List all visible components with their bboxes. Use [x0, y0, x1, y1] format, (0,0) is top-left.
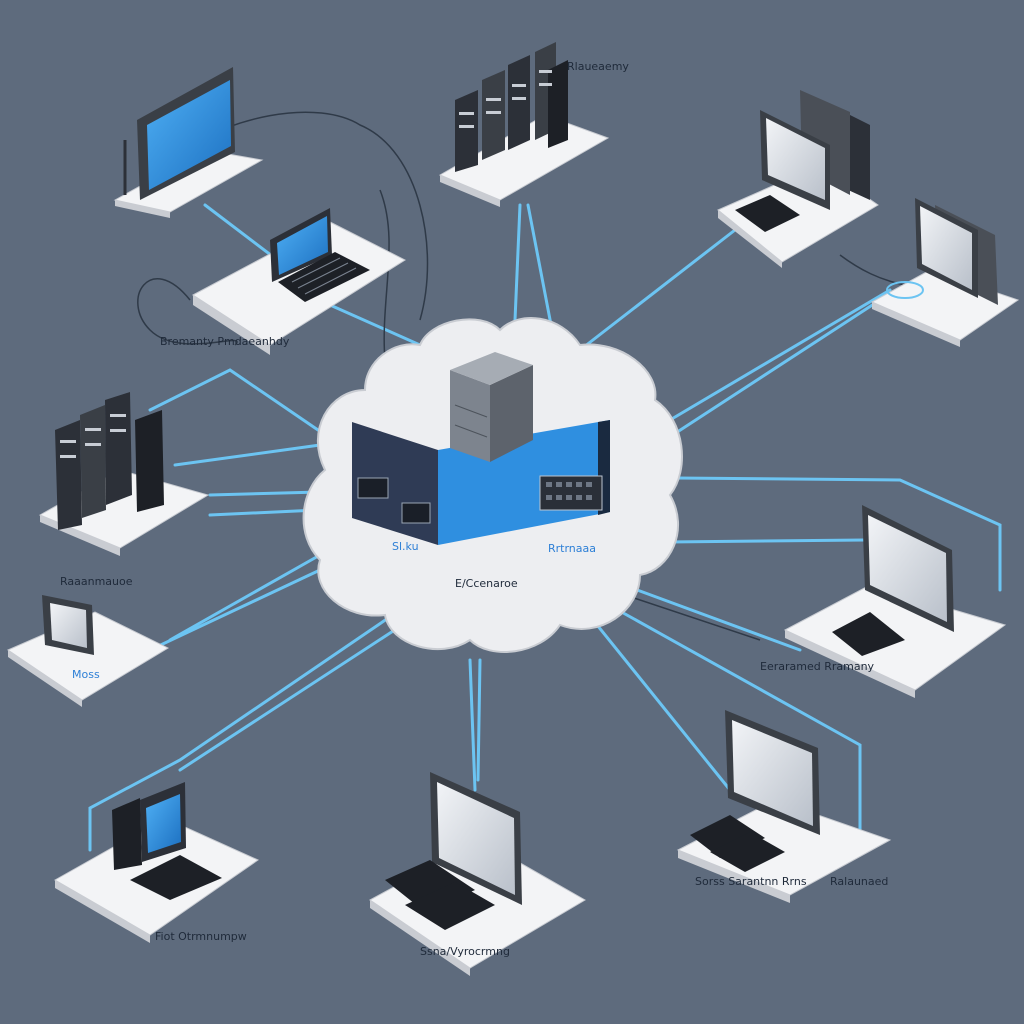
cable-right-mid	[673, 476, 1002, 592]
cable-left-rack-3	[208, 508, 320, 517]
cable-bottom-left-2	[178, 618, 412, 772]
cable-top-rack	[513, 203, 522, 322]
rack-lights	[459, 70, 552, 128]
rack-5	[548, 60, 568, 148]
platform-edge	[193, 295, 270, 355]
tower	[112, 798, 142, 870]
laptop-screen	[732, 720, 813, 826]
node-laptop-bottom-center[interactable]: Ssna/Vyrocrmng	[369, 772, 586, 976]
cable-bottom-left	[88, 608, 402, 852]
keyboard	[690, 815, 765, 858]
node-multi-monitor-top-right[interactable]	[717, 90, 879, 268]
cable-bottom-right	[583, 608, 732, 792]
monitor-screen	[50, 603, 87, 648]
node-laptop-bottom-right[interactable]: Sorss Sarantnn Rrns	[676, 710, 892, 903]
node-laptop-upper-left[interactable]: Bremanty Pmdaeanhdy	[160, 208, 407, 355]
rack-2	[482, 70, 505, 160]
keyboard-2	[405, 882, 495, 930]
node-monitor-left[interactable]: Moss	[6, 595, 170, 707]
platform-edge	[115, 200, 170, 218]
cable-top-rack-2	[526, 203, 554, 332]
cable-bottom-center	[468, 658, 477, 792]
node-label: Moss	[72, 668, 100, 681]
cable-left-lower	[168, 553, 322, 642]
cable-top-right	[578, 228, 737, 352]
dark-cable-3	[379, 189, 390, 361]
laptop-keyboard	[278, 252, 370, 302]
node-label: Raaanmauoe	[60, 575, 133, 588]
cable-coil	[886, 281, 924, 299]
platform-edge	[785, 630, 915, 698]
cable-bottom-center-2	[476, 658, 482, 782]
rack-1	[455, 90, 478, 172]
keyboard-2	[710, 832, 785, 872]
hub-label: E/Ccenaroe	[455, 577, 518, 590]
rack-4	[135, 410, 164, 512]
node-label-right-extra: Ralaunaed	[830, 875, 888, 888]
keyboard	[130, 855, 222, 900]
node-server-left[interactable]: Raaanmauoe	[38, 392, 210, 588]
cable-bottom-right-2	[598, 598, 862, 837]
cable-left-lower-2	[148, 568, 322, 652]
platform-edge	[872, 302, 960, 347]
node-desktop-bottom-left[interactable]: Fiot Otrmnumpw	[53, 782, 260, 943]
connection-cables	[88, 203, 1002, 852]
cable-right-lower	[608, 578, 802, 652]
node-label: Ralaunaed	[830, 875, 888, 888]
rack-3	[105, 392, 132, 505]
node-monitor-top-left[interactable]	[113, 67, 264, 218]
node-server-top[interactable]: Rlaueaemy	[438, 42, 629, 207]
platform-edge	[55, 880, 150, 943]
cable-top-laptop	[328, 303, 422, 347]
hub-right-tag: Rrtrnaaa	[548, 542, 596, 555]
platform-edge	[370, 900, 470, 976]
node-laptop-right[interactable]: Eeraramed Rramany	[760, 505, 1007, 698]
laptop-screen	[437, 782, 515, 895]
cable-right-upper-2	[663, 298, 882, 442]
cable-left-upper	[148, 368, 320, 432]
platform-edge	[718, 210, 782, 268]
hub-port-left-2	[401, 502, 431, 524]
hub-left-tag: Sl.ku	[392, 540, 419, 553]
monitor-screen	[920, 206, 972, 290]
hub-server-side	[490, 365, 533, 462]
dark-cable-2	[137, 278, 238, 346]
keyboard	[832, 612, 905, 656]
node-multi-monitor-right[interactable]	[870, 198, 1020, 347]
rack-2	[80, 405, 106, 518]
monitor-screen	[147, 80, 231, 190]
cable-right-upper	[668, 288, 892, 422]
monitor-screen	[146, 794, 181, 853]
hub-port-left	[357, 477, 389, 499]
hub-port-bank	[539, 475, 603, 511]
platform-edge	[440, 175, 500, 207]
hub-server-top	[450, 352, 533, 385]
node-label: Sorss Sarantnn Rrns	[695, 875, 807, 888]
node-label: Ssna/Vyrocrmng	[420, 945, 510, 958]
laptop-screen	[868, 515, 947, 622]
node-label: Rlaueaemy	[567, 60, 629, 73]
hub-port-grid	[546, 482, 592, 500]
platform-edge	[678, 850, 790, 903]
node-label: Eeraramed Rramany	[760, 660, 875, 673]
cable-left-rack	[173, 443, 322, 467]
cable-right-mid-2	[666, 538, 867, 544]
keys	[291, 257, 357, 295]
rack-1	[55, 420, 82, 530]
platform-edge	[8, 650, 82, 707]
node-label: Fiot Otrmnumpw	[155, 930, 247, 943]
keyboard	[735, 195, 800, 232]
monitor-screen	[766, 118, 825, 200]
cable-left-rack-2	[208, 490, 322, 497]
laptop-screen	[277, 216, 328, 275]
central-hub[interactable]: E/Ccenaroe Sl.ku Rrtrnaaa	[302, 317, 683, 653]
hub-server-front	[450, 370, 490, 462]
rack-lights	[60, 414, 126, 458]
rack-3	[508, 55, 530, 150]
node-label: Bremanty Pmdaeanhdy	[160, 335, 290, 348]
dark-cable-4	[839, 254, 906, 286]
